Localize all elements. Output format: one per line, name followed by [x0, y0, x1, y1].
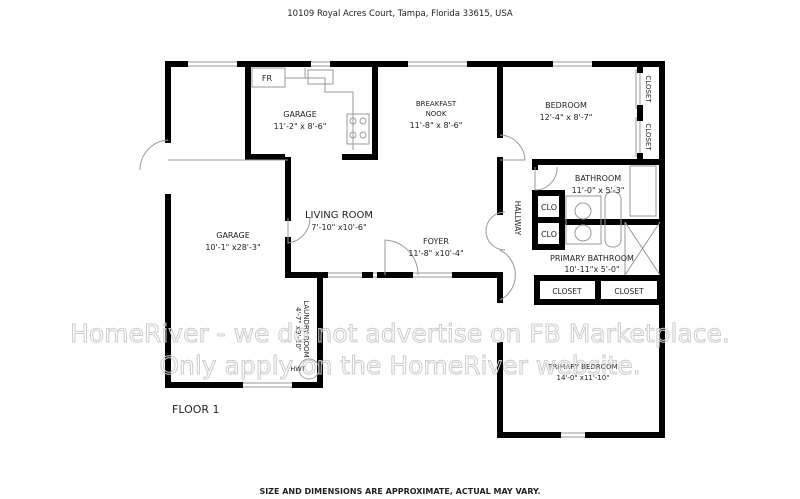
svg-text:CLOSET: CLOSET [644, 75, 652, 103]
svg-text:CLOSET: CLOSET [552, 287, 582, 296]
svg-text:4'-7" x9'-10": 4'-7" x9'-10" [294, 307, 302, 351]
address: 10109 Royal Acres Court, Tampa, Florida … [287, 9, 513, 19]
svg-text:10'-1" x28'-3": 10'-1" x28'-3" [205, 243, 260, 252]
svg-text:BREAKFAST: BREAKFAST [416, 100, 457, 108]
svg-text:PRIMARY BATHROOM: PRIMARY BATHROOM [550, 254, 634, 263]
svg-text:11'-8" x 8'-6": 11'-8" x 8'-6" [410, 121, 463, 130]
svg-text:7'-10" x10'-6": 7'-10" x10'-6" [311, 223, 366, 232]
svg-text:HomeRiver - we do not advertis: HomeRiver - we do not advertise on FB Ma… [70, 319, 730, 348]
svg-text:PRIMARY BEDROOM: PRIMARY BEDROOM [548, 363, 617, 371]
svg-text:HWT: HWT [290, 365, 305, 373]
svg-text:11'-8" x10'-4": 11'-8" x10'-4" [408, 249, 463, 258]
svg-text:BATHROOM: BATHROOM [575, 174, 621, 183]
svg-text:Only apply on the HomeRiver we: Only apply on the HomeRiver website. [159, 351, 640, 380]
svg-text:GARAGE: GARAGE [283, 110, 317, 119]
svg-text:CLO: CLO [541, 203, 557, 212]
svg-text:12'-4" x 8'-7": 12'-4" x 8'-7" [540, 113, 593, 122]
svg-text:FOYER: FOYER [423, 237, 449, 246]
svg-text:LAUNDRY ROOM: LAUNDRY ROOM [302, 300, 310, 357]
room-labels: FR GARAGE 11'-2" x 8'-6" BREAKFAST NOOK … [205, 74, 652, 382]
svg-text:LIVING ROOM: LIVING ROOM [305, 210, 373, 221]
svg-text:FR: FR [262, 74, 273, 83]
svg-text:11'-0" x 5'-3": 11'-0" x 5'-3" [572, 186, 625, 195]
svg-text:GARAGE: GARAGE [216, 231, 250, 240]
disclaimer: SIZE AND DIMENSIONS ARE APPROXIMATE, ACT… [259, 487, 540, 496]
floor-label: FLOOR 1 [172, 403, 220, 416]
fixtures [139, 67, 661, 380]
svg-text:CLOSET: CLOSET [614, 287, 644, 296]
svg-text:HALLWAY: HALLWAY [513, 201, 522, 236]
svg-text:CLOSET: CLOSET [644, 123, 652, 151]
svg-text:NOOK: NOOK [426, 110, 447, 118]
svg-text:CLO: CLO [541, 230, 557, 239]
svg-text:14'-0" x11'-10": 14'-0" x11'-10" [557, 374, 610, 382]
svg-text:BEDROOM: BEDROOM [545, 101, 587, 110]
svg-text:11'-2" x 8'-6": 11'-2" x 8'-6" [274, 122, 327, 131]
watermark: HomeRiver - we do not advertise on FB Ma… [70, 319, 731, 381]
svg-text:10'-11"x 5'-0": 10'-11"x 5'-0" [564, 265, 619, 274]
walls [165, 61, 665, 438]
